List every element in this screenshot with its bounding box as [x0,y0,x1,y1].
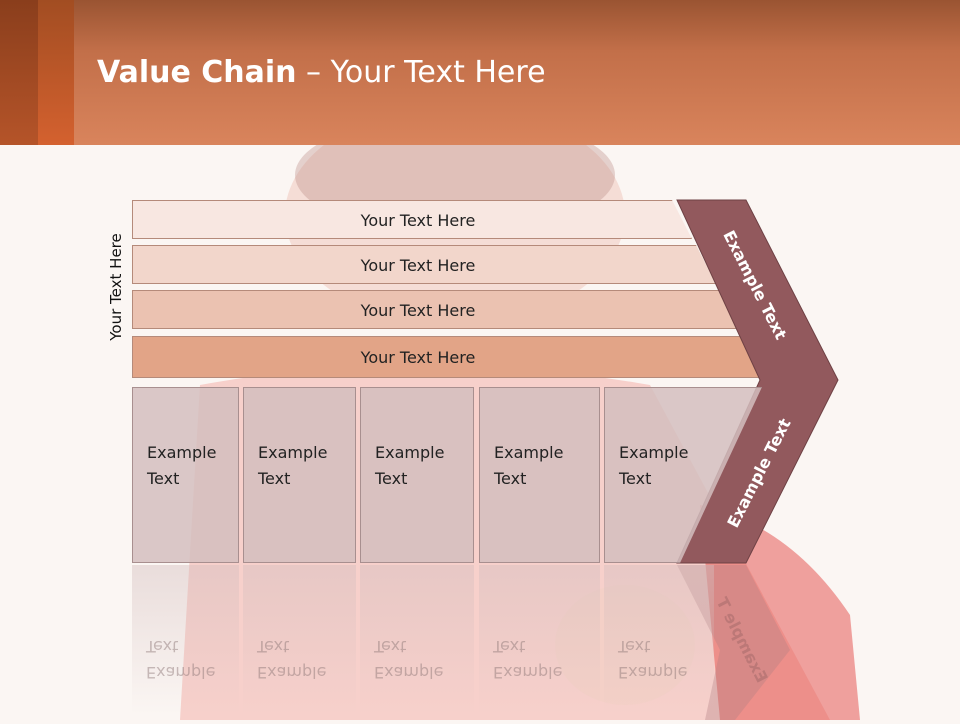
slide-title-rest: – Your Text Here [296,55,546,90]
band-label: Your Text Here [360,348,476,367]
slide-title: Value Chain – Your Text Here [97,55,546,90]
band-label: Your Text Here [360,211,476,230]
band-label: Your Text Here [360,301,476,320]
banner-stripe [38,0,74,145]
title-banner: Value Chain – Your Text Here [0,0,960,145]
support-activity-band[interactable]: Your Text Here [132,200,692,239]
vertical-side-label: Your Text Here [107,233,125,341]
banner-stripe [0,0,38,145]
slide-title-bold: Value Chain [97,55,297,90]
support-activity-band[interactable]: Your Text Here [132,290,740,329]
support-activity-band[interactable]: Your Text Here [132,245,716,284]
band-label: Your Text Here [360,256,476,275]
support-activity-band[interactable]: Your Text Here [132,336,764,378]
